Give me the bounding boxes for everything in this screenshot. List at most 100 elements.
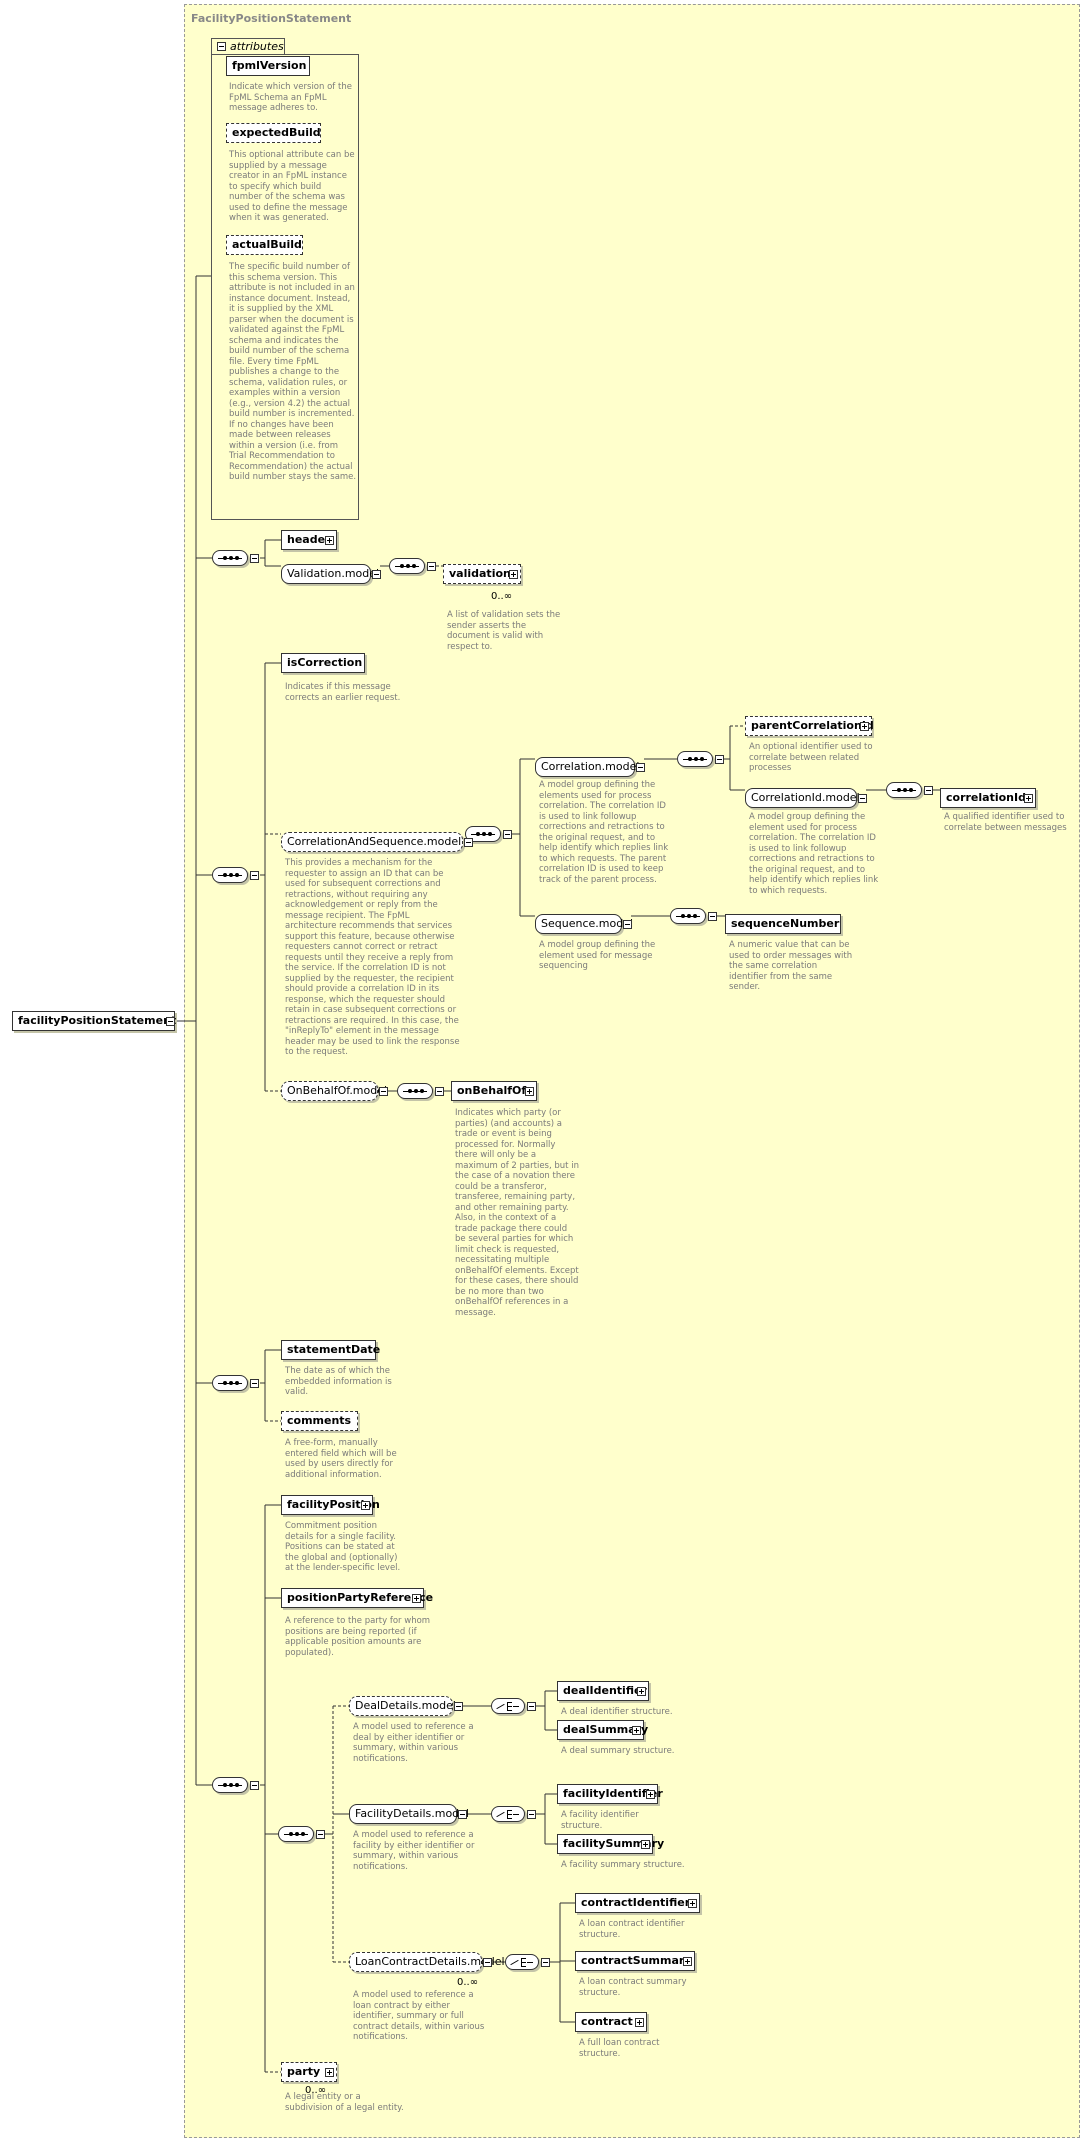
sequence-compositor-seq3[interactable] bbox=[212, 1375, 248, 1391]
element-statementDate[interactable]: statementDate bbox=[281, 1340, 380, 1360]
element-dealIdentifier-expand-icon[interactable] bbox=[637, 1687, 646, 1696]
element-sequence_model[interactable]: Sequence.model bbox=[535, 914, 633, 934]
element-facilityPosition-expand-icon[interactable] bbox=[361, 1501, 370, 1510]
element-facilityIdentifier[interactable]: facilityIdentifier bbox=[557, 1784, 663, 1804]
element-header[interactable]: header bbox=[281, 530, 337, 550]
element-facilityDetails_model-label: FacilityDetails.model bbox=[355, 1807, 469, 1820]
element-facilityDetails_model-collapse-icon[interactable] bbox=[458, 1810, 467, 1819]
sequence-compositor-seqVal-collapse-icon[interactable] bbox=[427, 562, 436, 571]
element-validation_model-collapse-icon[interactable] bbox=[372, 570, 381, 579]
element-contractIdentifier[interactable]: contractIdentifier bbox=[575, 1893, 700, 1913]
element-parentCorrelationId-label: parentCorrelationId bbox=[751, 719, 874, 732]
element-correlationId-expand-icon[interactable] bbox=[1024, 794, 1033, 803]
element-facilitySummary-doc: A facility summary structure. bbox=[561, 1860, 685, 1870]
element-sequenceNumber-label: sequenceNumber bbox=[731, 917, 840, 930]
element-validation[interactable]: validation bbox=[443, 564, 521, 584]
element-facilitySummary-expand-icon[interactable] bbox=[641, 1840, 650, 1849]
element-party-cardinality: 0..∞ bbox=[305, 2085, 327, 2096]
element-contract[interactable]: contract bbox=[575, 2012, 647, 2032]
element-contract-expand-icon[interactable] bbox=[635, 2018, 644, 2027]
attribute-fpmlVersion[interactable]: fpmlVersion bbox=[226, 56, 310, 76]
sequence-compositor-seqVal[interactable] bbox=[389, 558, 425, 574]
element-facilityPosition[interactable]: facilityPosition bbox=[281, 1495, 380, 1515]
panel-title: FacilityPositionStatement bbox=[191, 12, 352, 25]
element-contractIdentifier-label: contractIdentifier bbox=[581, 1896, 691, 1909]
element-positionPartyReference[interactable]: positionPartyReference bbox=[281, 1588, 433, 1608]
choice-compositor-loan-contract[interactable] bbox=[505, 1954, 539, 1970]
element-isCorrection[interactable]: isCorrection bbox=[281, 653, 365, 673]
element-correlationId_model-collapse-icon[interactable] bbox=[858, 794, 867, 803]
element-correlationId_model-doc: A model group defining the element used … bbox=[749, 812, 879, 896]
sequence-compositor-seqObo[interactable] bbox=[397, 1083, 433, 1099]
sequence-compositor-seqDetails-collapse-icon[interactable] bbox=[316, 1830, 325, 1839]
element-correlation_and_sequence[interactable]: CorrelationAndSequence.model bbox=[281, 832, 463, 852]
element-facilitySummary[interactable]: facilitySummary bbox=[557, 1834, 664, 1854]
element-contractSummary-expand-icon[interactable] bbox=[683, 1957, 692, 1966]
element-correlationId_model[interactable]: CorrelationId.model bbox=[745, 788, 860, 808]
attribute-expectedBuild-doc: This optional attribute can be supplied … bbox=[229, 150, 355, 223]
element-dealDetails_model[interactable]: DealDetails.model bbox=[349, 1696, 456, 1716]
sequence-compositor-seqCorr-collapse-icon[interactable] bbox=[503, 830, 512, 839]
attribute-actualBuild[interactable]: actualBuild bbox=[226, 235, 303, 255]
element-dealDetails_model-collapse-icon[interactable] bbox=[454, 1702, 463, 1711]
sequence-compositor-seqCorr2-collapse-icon[interactable] bbox=[715, 755, 724, 764]
sequence-compositor-seq2-collapse-icon[interactable] bbox=[250, 871, 259, 880]
sequence-compositor-seq2[interactable] bbox=[212, 867, 248, 883]
element-loanContractDetails_model-doc: A model used to reference a loan contrac… bbox=[353, 1990, 485, 2042]
element-correlation_model[interactable]: Correlation.model bbox=[535, 757, 639, 777]
element-sequenceNumber[interactable]: sequenceNumber bbox=[725, 914, 841, 934]
sequence-compositor-seq1[interactable] bbox=[212, 550, 248, 566]
sequence-compositor-seqSeq[interactable] bbox=[670, 908, 706, 924]
sequence-compositor-seq1-collapse-icon[interactable] bbox=[250, 554, 259, 563]
element-validation_model[interactable]: Validation.model bbox=[281, 564, 379, 584]
element-parentCorrelationId[interactable]: parentCorrelationId bbox=[745, 716, 874, 736]
sequence-compositor-seqObo-collapse-icon[interactable] bbox=[435, 1087, 444, 1096]
element-facilityDetails_model[interactable]: FacilityDetails.model bbox=[349, 1804, 469, 1824]
choice-compositor-facility-collapse-icon[interactable] bbox=[527, 1810, 536, 1819]
element-onBehalfOf-expand-icon[interactable] bbox=[525, 1087, 534, 1096]
element-validation-expand-icon[interactable] bbox=[509, 570, 518, 579]
element-correlation_and_sequence-collapse-icon[interactable] bbox=[464, 838, 473, 847]
sequence-compositor-seqCorr[interactable] bbox=[465, 826, 501, 842]
element-correlationId-label: correlationId bbox=[946, 791, 1026, 804]
element-onBehalfOf_model[interactable]: OnBehalfOf.model bbox=[281, 1081, 387, 1101]
element-validation-label: validation bbox=[449, 567, 511, 580]
element-facilityIdentifier-expand-icon[interactable] bbox=[646, 1790, 655, 1799]
root-element-facilityPositionStatement[interactable]: facilityPositionStatement bbox=[12, 1011, 176, 1031]
element-onBehalfOf[interactable]: onBehalfOf bbox=[451, 1081, 537, 1101]
element-sequence_model-collapse-icon[interactable] bbox=[623, 920, 632, 929]
sequence-compositor-seqCid-collapse-icon[interactable] bbox=[924, 786, 933, 795]
element-party-expand-icon[interactable] bbox=[325, 2068, 334, 2077]
element-positionPartyReference-expand-icon[interactable] bbox=[412, 1594, 421, 1603]
element-dealSummary-expand-icon[interactable] bbox=[632, 1726, 641, 1735]
choice-compositor-deal[interactable] bbox=[491, 1698, 525, 1714]
sequence-compositor-seq4-collapse-icon[interactable] bbox=[250, 1781, 259, 1790]
sequence-compositor-seqDetails[interactable] bbox=[278, 1826, 314, 1842]
attribute-expectedBuild[interactable]: expectedBuild bbox=[226, 123, 321, 143]
element-dealIdentifier[interactable]: dealIdentifier bbox=[557, 1681, 649, 1701]
element-dealSummary[interactable]: dealSummary bbox=[557, 1720, 648, 1740]
element-parentCorrelationId-expand-icon[interactable] bbox=[860, 722, 869, 731]
sequence-compositor-seq4[interactable] bbox=[212, 1777, 248, 1793]
element-comments[interactable]: comments bbox=[281, 1411, 358, 1431]
sequence-compositor-seqSeq-collapse-icon[interactable] bbox=[708, 912, 717, 921]
element-party[interactable]: party bbox=[281, 2062, 337, 2082]
element-loanContractDetails_model-label: LoanContractDetails.model bbox=[355, 1955, 505, 1968]
element-loanContractDetails_model[interactable]: LoanContractDetails.model bbox=[349, 1952, 505, 1972]
attributes-collapse-icon[interactable] bbox=[217, 42, 226, 51]
choice-compositor-loan-contract-collapse-icon[interactable] bbox=[541, 1958, 550, 1967]
element-contractIdentifier-expand-icon[interactable] bbox=[688, 1899, 697, 1908]
element-correlationId[interactable]: correlationId bbox=[940, 788, 1036, 808]
element-correlation_model-collapse-icon[interactable] bbox=[636, 763, 645, 772]
root-collapse-icon[interactable] bbox=[166, 1017, 175, 1026]
element-header-expand-icon[interactable] bbox=[325, 536, 334, 545]
element-contractSummary[interactable]: contractSummary bbox=[575, 1951, 695, 1971]
choice-compositor-deal-collapse-icon[interactable] bbox=[527, 1702, 536, 1711]
element-loanContractDetails_model-collapse-icon[interactable] bbox=[483, 1958, 492, 1967]
element-onBehalfOf_model-collapse-icon[interactable] bbox=[379, 1087, 388, 1096]
sequence-compositor-seqCorr2[interactable] bbox=[677, 751, 713, 767]
sequence-compositor-seq3-collapse-icon[interactable] bbox=[250, 1379, 259, 1388]
choice-compositor-facility[interactable] bbox=[491, 1806, 525, 1822]
sequence-compositor-seqCid[interactable] bbox=[886, 782, 922, 798]
